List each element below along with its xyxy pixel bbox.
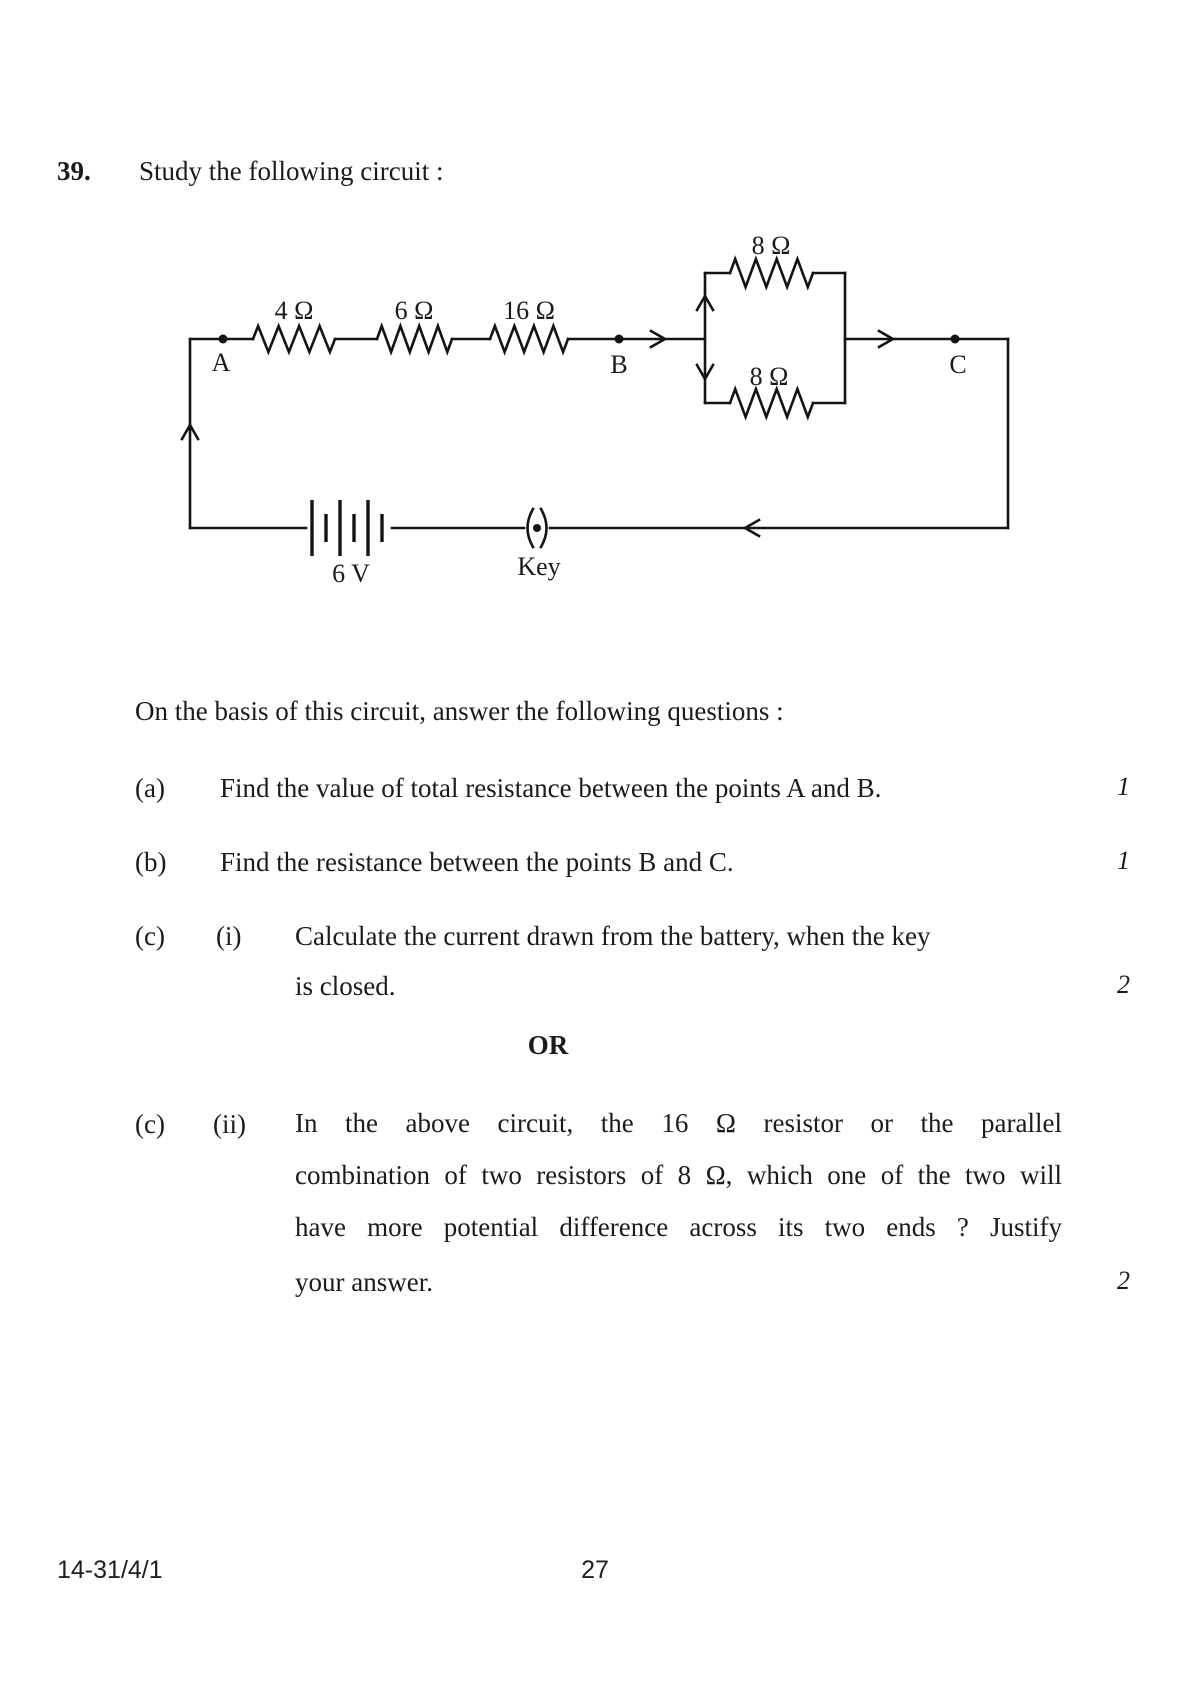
part-label-c: (c) [135,921,165,951]
current-arrow-left-icon [742,518,761,538]
current-arrow-up-icon [180,422,200,441]
resistor-value-label: 4 Ω [274,296,314,325]
battery-icon [310,500,384,556]
node-label: B [610,350,628,379]
node-c-dot [950,334,960,344]
question-title: Study the following circuit : [139,156,444,186]
question-line: In the above circuit, the 16 Ω resistor … [295,1108,1062,1138]
question-line: your answer. [295,1267,433,1297]
marks-badge: 1 [1117,772,1130,801]
part-label-c: (c) [135,1109,165,1139]
circuit-diagram: 4 Ω 6 Ω 16 Ω 8 Ω 8 Ω A B C 6 V Key [0,0,1190,640]
resistor-value-label: 16 Ω [503,296,555,325]
footer-page-number: 27 [581,1556,609,1584]
question-line: Find the resistance between the points B… [220,847,734,877]
current-arrow-up-icon [695,293,715,312]
resistor-4ohm-icon [251,322,337,356]
circuit-wires [180,255,1010,556]
resistor-6ohm-icon [375,322,454,356]
current-arrow-right-icon [877,329,896,349]
resistor-8ohm-bottom-icon [728,385,815,421]
subpart-label-ii: (ii) [213,1109,246,1139]
node-label: A [211,348,231,377]
resistor-8ohm-top-icon [728,255,815,291]
marks-badge: 2 [1117,970,1130,999]
marks-badge: 1 [1117,846,1130,875]
question-number: 39. [57,156,91,186]
or-separator: OR [527,1030,569,1060]
question-intro: On the basis of this circuit, answer the… [135,696,784,726]
current-arrow-right-icon [649,329,668,349]
resistor-value-label: 8 Ω [749,362,789,391]
key-icon [526,507,548,549]
node-b-dot [614,334,624,344]
resistor-value-label: 6 Ω [394,296,434,325]
footer-paper-code: 14-31/4/1 [57,1556,163,1584]
key-dot [533,524,541,532]
node-a-dot [218,334,228,344]
resistor-16ohm-icon [488,322,570,356]
battery-label: 6 V [332,559,370,588]
question-line: Find the value of total resistance betwe… [220,773,882,803]
question-line: is closed. [295,971,396,1001]
marks-badge: 2 [1117,1266,1130,1295]
part-label-b: (b) [135,847,167,877]
question-line: Calculate the current drawn from the bat… [295,921,931,951]
subpart-label-i: (i) [216,921,242,951]
part-label-a: (a) [135,773,165,803]
current-arrow-down-icon [695,363,715,382]
key-label: Key [517,552,561,581]
question-line: have more potential difference across it… [295,1212,1062,1242]
resistor-value-label: 8 Ω [751,231,791,260]
node-label: C [949,350,967,379]
question-line: combination of two resistors of 8 Ω, whi… [295,1160,1062,1190]
